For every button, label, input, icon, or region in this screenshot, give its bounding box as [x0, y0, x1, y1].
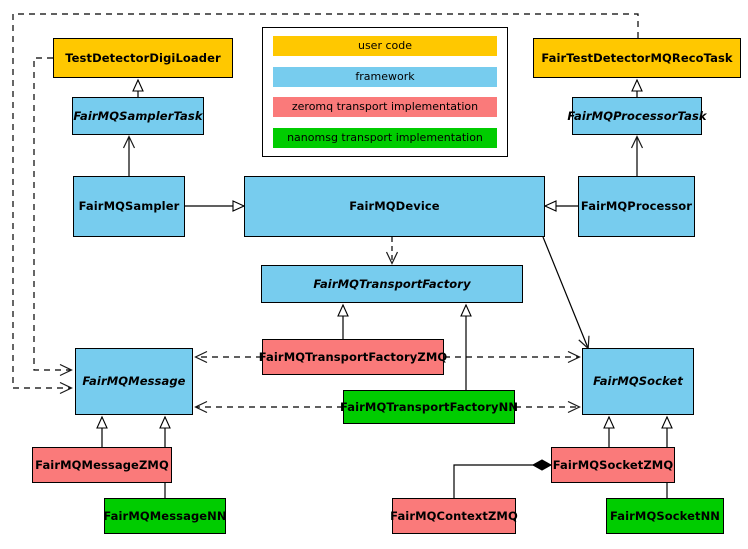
legend-item-framework: framework	[273, 66, 497, 87]
node-fairmqprocessor[interactable]: FairMQProcessor	[578, 176, 695, 237]
legend-item-zeromq: zeromq transport implementation	[273, 97, 497, 118]
edge-recotask-message	[12, 13, 639, 388]
node-fairmqtransportfactorynn[interactable]: FairMQTransportFactoryNN	[340, 390, 518, 424]
node-fairmqsocket[interactable]: FairMQSocket	[582, 348, 694, 415]
edge-device-socket	[542, 236, 588, 348]
node-fairmqtransportfactoryzmq[interactable]: FairMQTransportFactoryZMQ	[259, 339, 447, 375]
node-fairmqmessagenn[interactable]: FairMQMessageNN	[103, 498, 227, 534]
legend-item-nanomsg: nanomsg transport implementation	[273, 127, 497, 148]
legend-item-user-code: user code	[273, 36, 497, 56]
node-fairmqmessage[interactable]: FairMQMessage	[75, 348, 193, 415]
node-fairmqtransportfactory[interactable]: FairMQTransportFactory	[261, 265, 523, 303]
node-fairmqsampler[interactable]: FairMQSampler	[73, 176, 185, 237]
node-testdetectordigiloader[interactable]: TestDetectorDigiLoader	[53, 38, 233, 78]
edge-digiloader-message	[33, 57, 71, 370]
node-fairmqsamplertask[interactable]: FairMQSamplerTask	[72, 97, 204, 135]
node-fairmqsocketnn[interactable]: FairMQSocketNN	[606, 498, 724, 534]
edge-contextzmq-socketzmq	[453, 465, 551, 498]
node-fairtestdetectormqrecotask[interactable]: FairTestDetectorMQRecoTask	[533, 38, 741, 78]
node-fairmqmessagezmq[interactable]: FairMQMessageZMQ	[32, 447, 172, 483]
legend-panel: user code framework zeromq transport imp…	[262, 27, 508, 157]
node-fairmqprocessortask[interactable]: FairMQProcessorTask	[567, 97, 707, 135]
node-fairmqsocketzmq[interactable]: FairMQSocketZMQ	[551, 447, 675, 483]
node-fairmqcontextzmq[interactable]: FairMQContextZMQ	[390, 498, 518, 534]
node-fairmqdevice[interactable]: FairMQDevice	[244, 176, 545, 237]
